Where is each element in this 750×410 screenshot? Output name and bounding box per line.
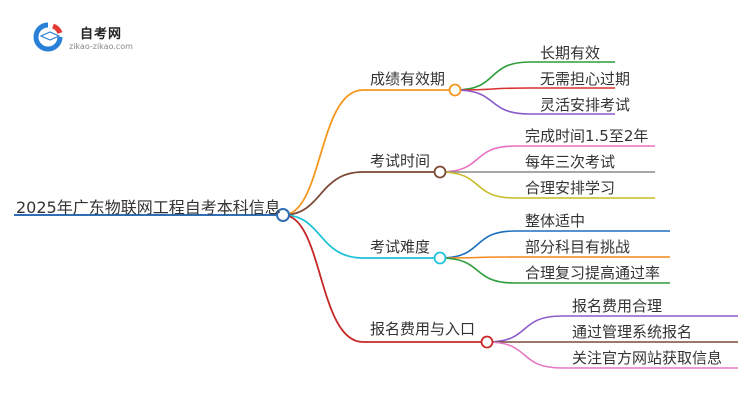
- leaf-connector: [486, 341, 738, 369]
- branch-connector: [282, 214, 487, 343]
- leaf-connector: [439, 145, 655, 173]
- leaf-connector: [439, 257, 670, 284]
- leaf-label: 长期有效: [540, 44, 601, 62]
- leaf-connector: [454, 87, 615, 91]
- branch-connector: [282, 214, 440, 259]
- leaf-label: 合理复习提高通过率: [525, 264, 661, 282]
- root-node: [276, 208, 290, 222]
- leaf-label: 整体适中: [525, 212, 586, 230]
- leaf-label: 通过管理系统报名: [572, 323, 693, 341]
- branch-node: [433, 165, 447, 179]
- leaf-label: 无需担心过期: [540, 70, 631, 88]
- logo-name: 自考网: [80, 27, 123, 42]
- branch-label: 考试难度: [370, 238, 431, 256]
- leaf-connector: [439, 171, 655, 199]
- leaf-connector: [439, 230, 670, 259]
- leaf-connector: [454, 89, 615, 115]
- leaf-label: 报名费用合理: [572, 297, 663, 315]
- root-topic-label: 2025年广东物联网工程自考本科信息: [16, 198, 281, 217]
- leaf-label: 合理安排学习: [525, 179, 616, 197]
- graduation-cap-icon: [33, 22, 63, 52]
- site-logo[interactable]: 自考网 zikao-zikao.com: [33, 20, 143, 56]
- leaf-connector: [486, 315, 738, 343]
- branch-node: [480, 335, 494, 349]
- branch-connector: [282, 89, 455, 216]
- logo-url: zikao-zikao.com: [69, 42, 133, 51]
- branch-connector: [282, 171, 440, 216]
- branch-node: [433, 251, 447, 265]
- branch-label: 成绩有效期: [370, 70, 446, 88]
- leaf-label: 灵活安排考试: [540, 96, 631, 114]
- leaf-connector: [454, 61, 615, 91]
- leaf-label: 完成时间1.5至2年: [525, 127, 649, 145]
- leaf-label: 部分科目有挑战: [525, 238, 631, 256]
- leaf-connector: [439, 256, 670, 259]
- branch-label: 报名费用与入口: [370, 320, 476, 338]
- leaf-label: 每年三次考试: [525, 153, 616, 171]
- branch-label: 考试时间: [370, 152, 431, 170]
- leaf-label: 关注官方网站获取信息: [572, 349, 723, 367]
- branch-node: [448, 83, 462, 97]
